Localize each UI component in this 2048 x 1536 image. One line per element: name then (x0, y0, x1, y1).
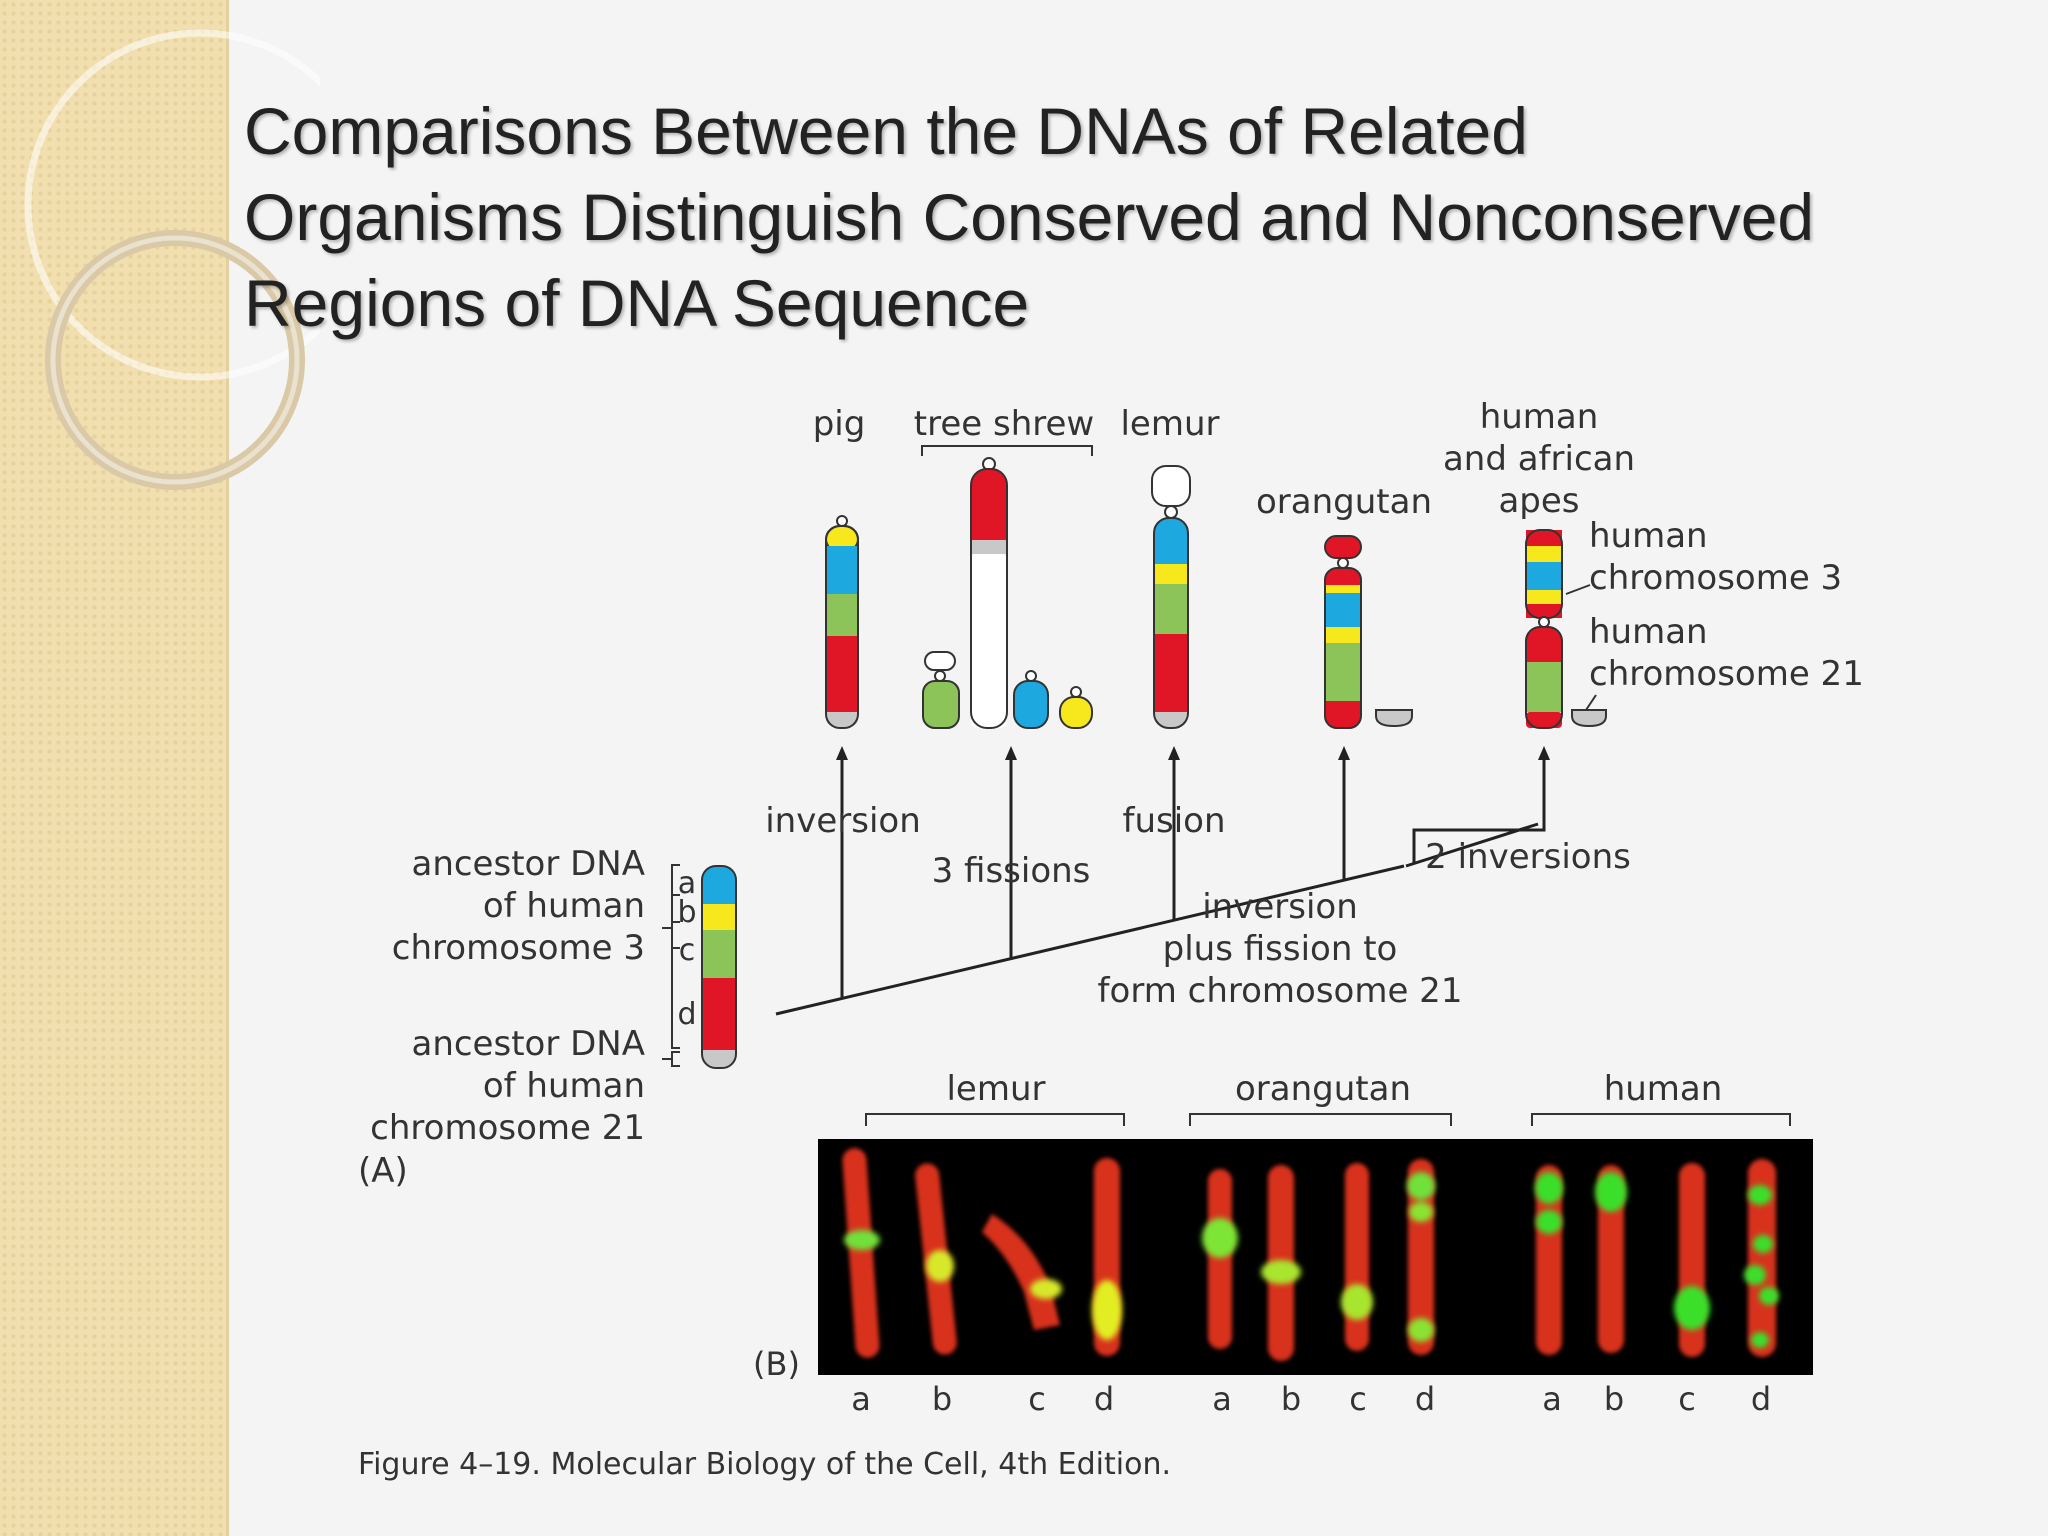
tree-shrew-green-chromosome (922, 651, 960, 729)
ancestor-chr21-label-line2: of human (483, 1066, 645, 1106)
fish-probe-letter: d (1094, 1380, 1114, 1418)
phylogeny-lines (775, 752, 1546, 1016)
label-orangutan: orangutan (1256, 482, 1432, 522)
chromosomes-orangutan (1324, 535, 1413, 729)
segment-label-b: b (677, 895, 696, 930)
fish-probe-letter: d (1751, 1380, 1771, 1418)
label-chr3-line1: human (1589, 516, 1708, 556)
fish-probe-letter: c (1028, 1380, 1046, 1418)
event-fusion: fusion (1122, 801, 1225, 841)
label-pig: pig (813, 404, 866, 444)
fish-probe-signals (844, 1172, 1779, 1348)
fish-group-label-orangutan: orangutan (1235, 1069, 1411, 1109)
ancestor-chr3-label-line3: chromosome 3 (392, 928, 645, 968)
title-line-2: Organisms Distinguish Conserved and Nonc… (244, 180, 1815, 254)
figure-caption: Figure 4–19. Molecular Biology of the Ce… (358, 1447, 1171, 1482)
tree-shrew-yellow-chromosome (1059, 686, 1093, 729)
fish-probe-letter: a (1212, 1380, 1232, 1418)
human-small-chromosome (1571, 709, 1607, 728)
fish-probe-letter: b (932, 1380, 952, 1418)
label-human-apes-line3: apes (1498, 481, 1579, 521)
label-chr3-line2: chromosome 3 (1589, 558, 1842, 598)
tree-shrew-bracket (921, 445, 1093, 456)
slide-title: Comparisons Between the DNAs of Related … (244, 88, 2004, 346)
chromosomes-tree-shrew (922, 457, 1093, 729)
segment-label-a: a (678, 866, 696, 901)
fish-micrograph (818, 1139, 1813, 1375)
sidebar-edge (226, 0, 229, 1536)
ancestor-chromosome (701, 865, 737, 1069)
fish-group-label-human: human (1604, 1069, 1723, 1109)
event-inversion: inversion (765, 801, 921, 841)
orangutan-small-chromosome (1375, 709, 1413, 728)
fish-probe-letter: b (1604, 1380, 1624, 1418)
segment-label-c: c (679, 933, 696, 968)
ancestor-chr3-label-line2: of human (483, 886, 645, 926)
fish-probe-letter: d (1415, 1380, 1435, 1418)
fish-probe-letter: c (1678, 1380, 1696, 1418)
event-inversion-fission-line2: plus fission to (1163, 929, 1398, 969)
tree-shrew-large-chromosome (970, 457, 1008, 729)
label-tree-shrew: tree shrew (914, 404, 1094, 444)
event-two-inversions: 2 inversions (1425, 837, 1631, 877)
label-human-apes-line2: and african (1443, 439, 1635, 479)
label-lemur: lemur (1120, 404, 1219, 444)
segment-label-d: d (677, 997, 696, 1032)
fish-group-label-lemur: lemur (946, 1069, 1045, 1109)
event-inversion-fission-line1: inversion (1202, 887, 1358, 927)
fish-probe-letter: a (851, 1380, 871, 1418)
decorative-rings (24, 29, 320, 490)
phylogeny-trunk (775, 864, 1405, 1016)
event-three-fissions: 3 fissions (932, 851, 1091, 891)
panel-b-label: (B) (753, 1345, 800, 1383)
fish-probe-letter: b (1281, 1380, 1301, 1418)
fish-group-brackets (865, 1113, 1791, 1126)
ancestor-chr3-label-line1: ancestor DNA (411, 844, 645, 884)
tree-shrew-blue-chromosome (1013, 670, 1049, 729)
ancestor-chr21-label-line3: chromosome 21 (370, 1108, 645, 1148)
label-chr21-line1: human (1589, 612, 1708, 652)
chromosome-pig (825, 515, 859, 729)
label-chr21-line2: chromosome 21 (1589, 654, 1864, 694)
ancestor-brackets (662, 864, 680, 1067)
chromosomes-human-apes (1525, 529, 1607, 729)
ancestor-chr21-label-line1: ancestor DNA (411, 1024, 645, 1064)
event-inversion-fission-line3: form chromosome 21 (1098, 971, 1463, 1011)
panel-a-label: (A) (358, 1151, 408, 1191)
title-line-3: Regions of DNA Sequence (244, 266, 1030, 340)
fish-probe-letter-row: a b c d a b c d a b c d (851, 1380, 1771, 1418)
title-line-1: Comparisons Between the DNAs of Related (244, 94, 1528, 168)
label-human-apes-line1: human (1480, 397, 1599, 437)
branch-human-apes (1412, 752, 1546, 864)
branch-arrowheads (836, 746, 1550, 760)
fish-probe-letter: c (1349, 1380, 1367, 1418)
chromosome-lemur (1151, 465, 1191, 729)
fish-probe-letter: a (1542, 1380, 1562, 1418)
